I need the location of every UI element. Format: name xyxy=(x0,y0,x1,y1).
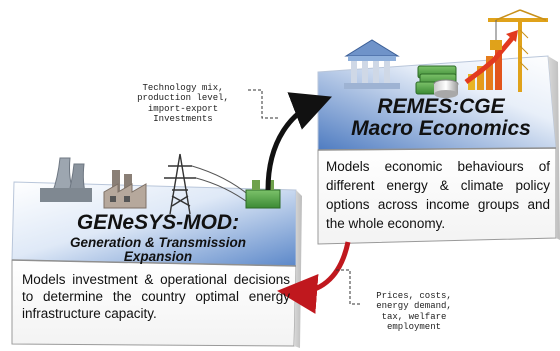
genesys-title-line2: Generation & Transmission xyxy=(69,235,247,251)
genesys-title-line1: GENeSYS-MOD: xyxy=(76,211,240,234)
factory-icon xyxy=(103,170,147,209)
remes-title-line1: REMES:CGE xyxy=(377,95,505,118)
remes-title: REMES:CGE Macro Economics xyxy=(334,95,548,141)
genesys-title-line3: Expansion xyxy=(123,249,193,265)
flow-note-to-genesys: Prices, costs, energy demand, tax, welfa… xyxy=(376,291,452,333)
genesys-block xyxy=(11,181,302,348)
arrow-genesys-to-remes xyxy=(265,92,332,191)
money-stack-icon xyxy=(415,65,459,98)
growth-chart-icon xyxy=(464,30,518,90)
note-connector-top xyxy=(248,89,280,119)
remes-title-line2: Macro Economics xyxy=(351,117,531,141)
substation-icon xyxy=(245,180,281,209)
note-connector-bottom xyxy=(336,269,360,305)
remes-side-face xyxy=(548,56,560,240)
flow-note-to-remes: Technology mix, production level, import… xyxy=(137,83,229,125)
bank-icon xyxy=(344,39,400,89)
arrow-remes-to-genesys xyxy=(277,241,351,314)
crane-icon xyxy=(488,9,548,92)
remes-description: Models economic behaviours of different … xyxy=(326,159,550,231)
cooling-towers-icon xyxy=(40,157,92,202)
genesys-description: Models investment & operational decision… xyxy=(22,272,290,321)
genesys-title: GENeSYS-MOD: Generation & Transmission E… xyxy=(28,211,288,265)
